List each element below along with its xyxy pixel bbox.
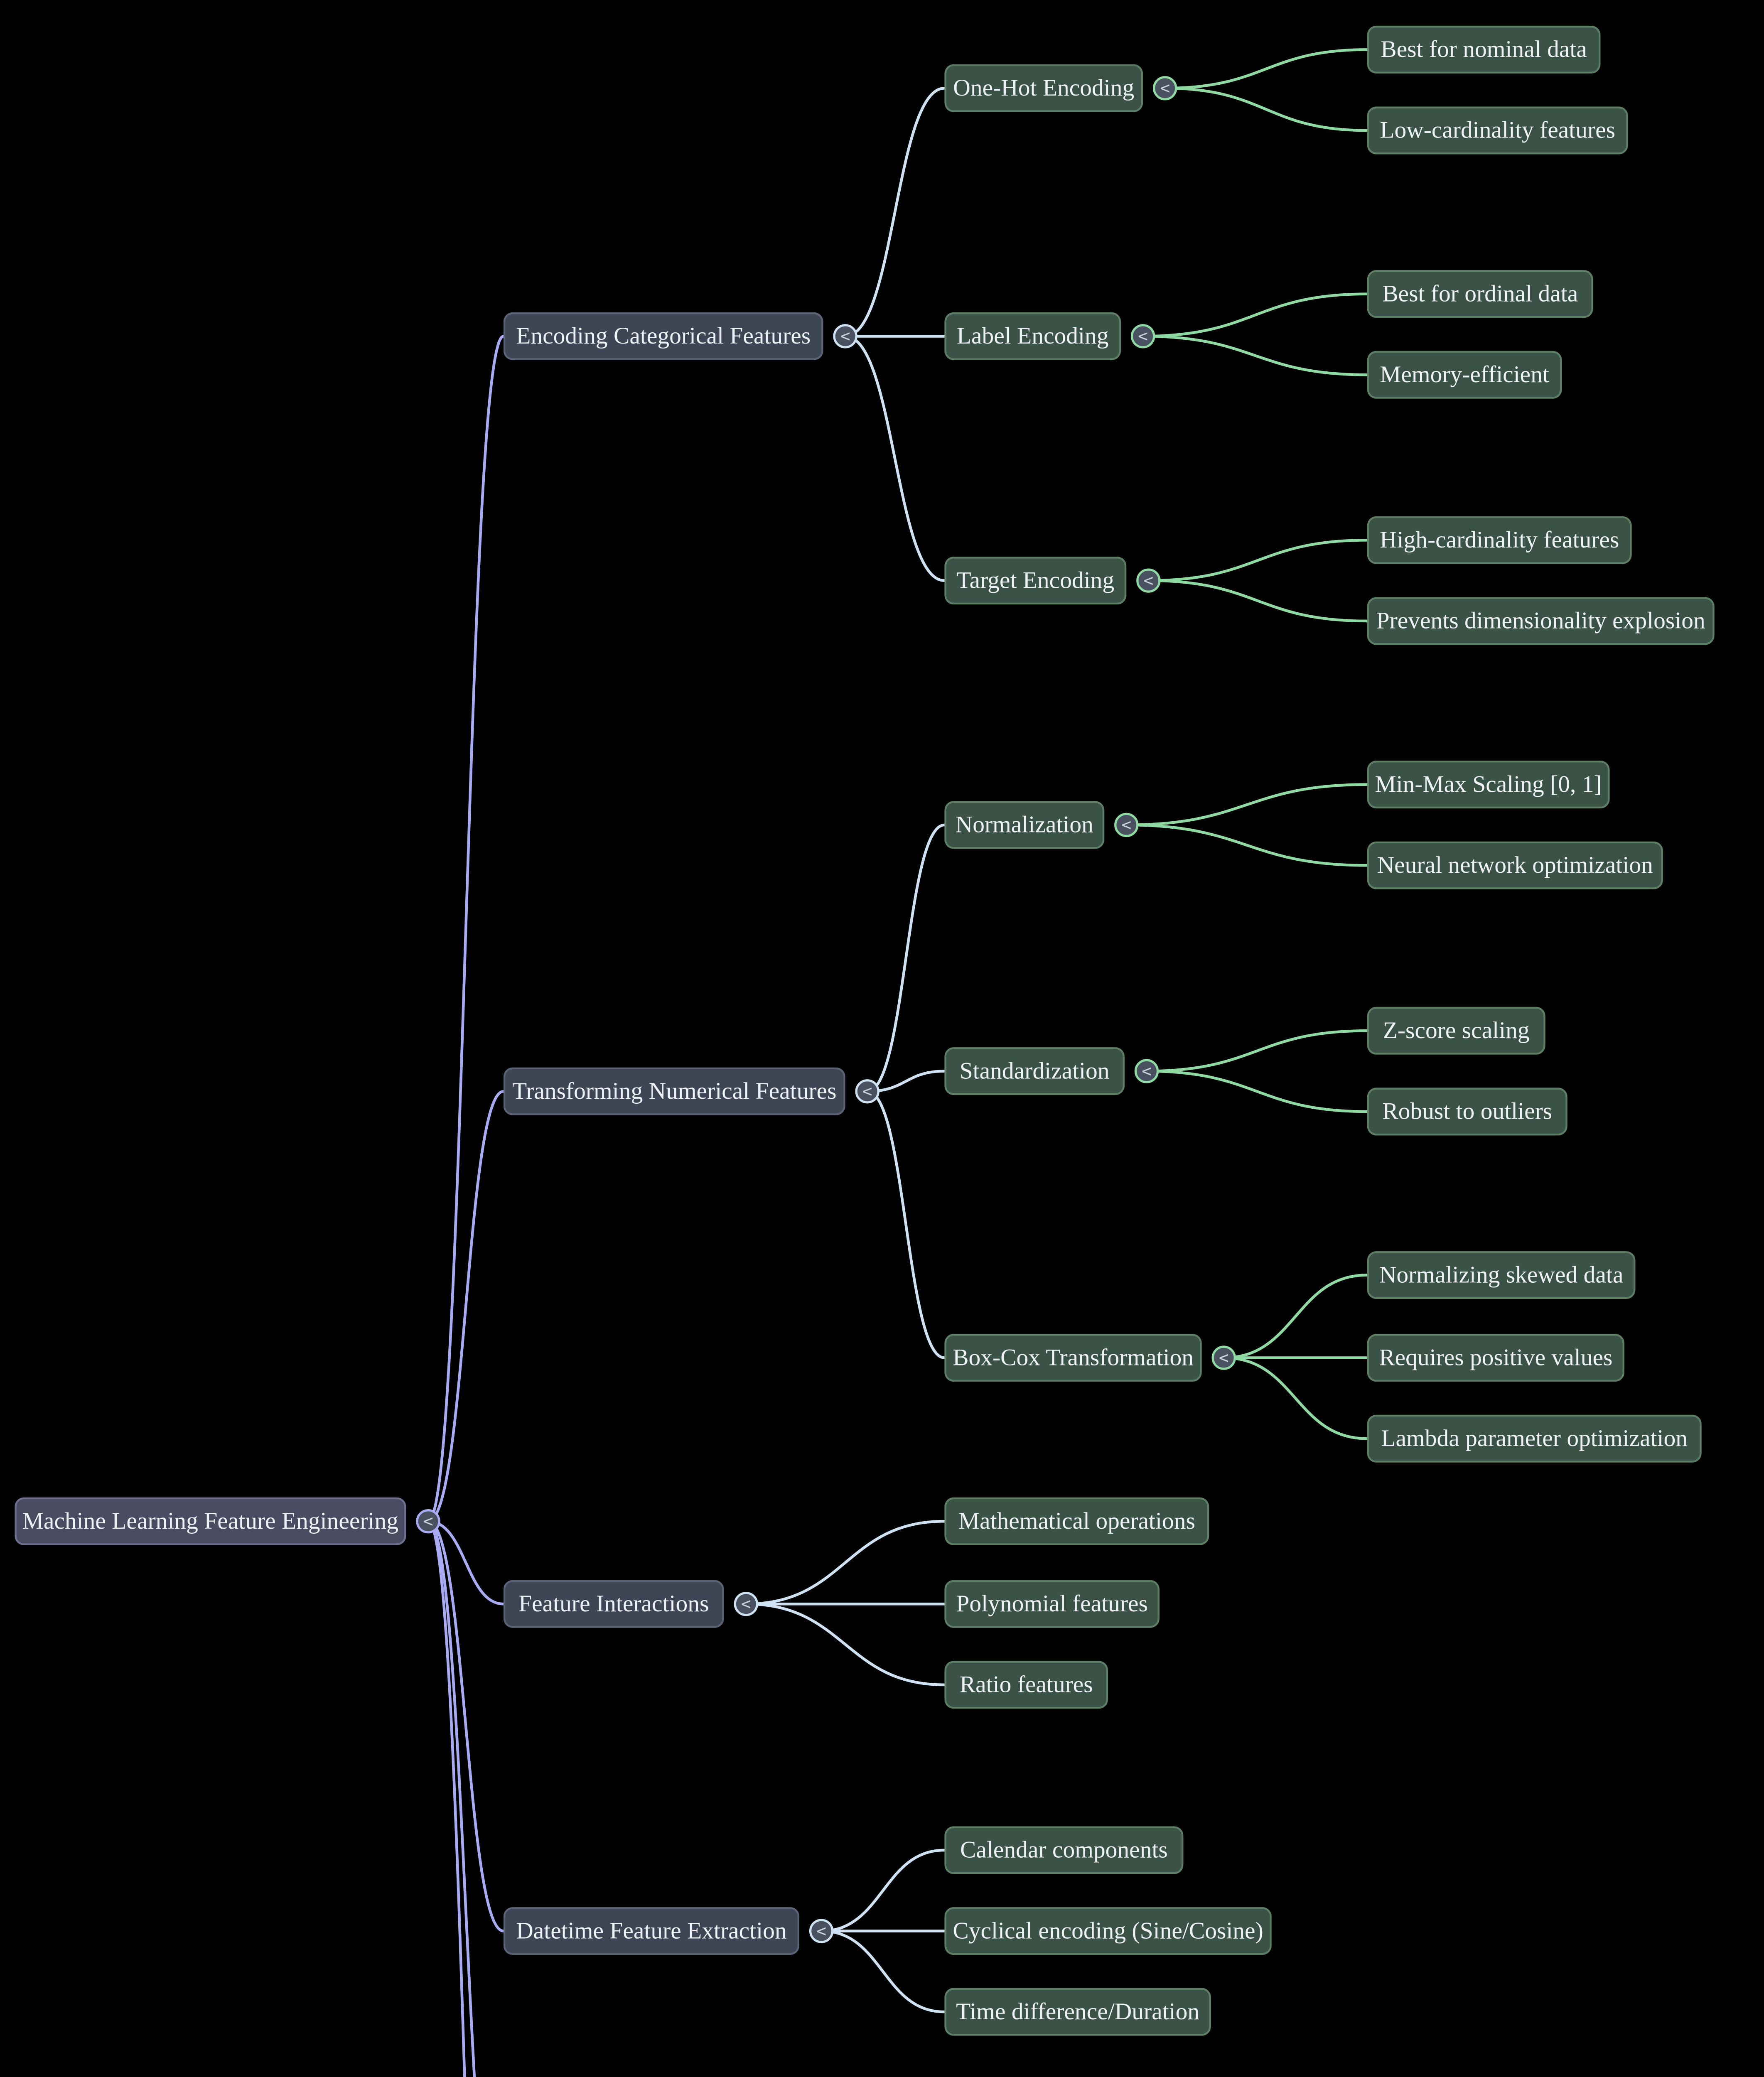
collapse-toggle-box-cox[interactable]: < [1211, 1345, 1236, 1370]
link [866, 1090, 946, 1359]
node-polynomial-features[interactable]: Polynomial features [944, 1580, 1160, 1628]
node-encoding-categorical-features[interactable]: Encoding Categorical Features [503, 312, 823, 360]
link [866, 1070, 946, 1093]
collapse-toggle-transforming[interactable]: < [855, 1079, 880, 1104]
node-box-cox-transformation[interactable]: Box-Cox Transformation [944, 1334, 1202, 1382]
link [427, 1520, 476, 2077]
link [1125, 823, 1369, 867]
link [427, 335, 505, 1523]
node-transforming-numerical-features[interactable]: Transforming Numerical Features [503, 1067, 845, 1115]
link [427, 1090, 505, 1523]
link [427, 1520, 505, 1932]
link [427, 1520, 505, 1606]
collapse-toggle-target-encoding[interactable]: < [1136, 568, 1161, 593]
link [1141, 335, 1369, 376]
node-time-difference-duration[interactable]: Time difference/Duration [944, 1988, 1211, 2036]
link [1163, 48, 1369, 90]
link [1147, 539, 1369, 582]
node-feature-interactions[interactable]: Feature Interactions [503, 1580, 724, 1628]
node-neural-network-optimization[interactable]: Neural network optimization [1367, 841, 1663, 889]
node-requires-positive-values[interactable]: Requires positive values [1367, 1334, 1624, 1382]
node-root[interactable]: Machine Learning Feature Engineering [15, 1497, 406, 1545]
node-high-cardinality-features[interactable]: High-cardinality features [1367, 516, 1632, 564]
collapse-toggle-label-encoding[interactable]: < [1130, 324, 1155, 349]
node-best-for-ordinal-data[interactable]: Best for ordinal data [1367, 270, 1593, 318]
node-robust-to-outliers[interactable]: Robust to outliers [1367, 1088, 1567, 1136]
link [1222, 1356, 1369, 1440]
collapse-toggle-root[interactable]: < [416, 1509, 440, 1534]
node-target-encoding[interactable]: Target Encoding [944, 557, 1127, 605]
collapse-toggle-one-hot[interactable]: < [1152, 76, 1177, 101]
node-prevents-dimensionality-explosion[interactable]: Prevents dimensionality explosion [1367, 597, 1715, 645]
collapse-toggle-normalization[interactable]: < [1114, 813, 1139, 837]
node-lambda-parameter-optimization[interactable]: Lambda parameter optimization [1367, 1414, 1702, 1463]
node-low-cardinality-features[interactable]: Low-cardinality features [1367, 106, 1628, 155]
node-one-hot-encoding[interactable]: One-Hot Encoding [944, 64, 1143, 112]
node-standardization[interactable]: Standardization [944, 1047, 1125, 1095]
link [866, 823, 946, 1093]
collapse-toggle-datetime[interactable]: < [809, 1919, 834, 1943]
link [1147, 579, 1369, 623]
link [844, 86, 946, 338]
link [1222, 1274, 1369, 1359]
node-min-max-scaling-0-1[interactable]: Min-Max Scaling [0, 1] [1367, 761, 1610, 809]
link [427, 1520, 466, 2077]
link [744, 1602, 946, 1687]
node-ratio-features[interactable]: Ratio features [944, 1661, 1108, 1709]
node-label-encoding[interactable]: Label Encoding [944, 312, 1121, 360]
link [1145, 1029, 1369, 1073]
collapse-toggle-standardization[interactable]: < [1134, 1059, 1159, 1083]
link [1145, 1070, 1369, 1113]
link [844, 335, 946, 582]
link [1125, 783, 1369, 827]
link [820, 1849, 946, 1932]
link [820, 1930, 946, 2013]
node-memory-efficient[interactable]: Memory-efficient [1367, 351, 1562, 399]
node-best-for-nominal-data[interactable]: Best for nominal data [1367, 25, 1601, 74]
link [744, 1520, 946, 1606]
collapse-toggle-feature-interactions[interactable]: < [734, 1592, 758, 1616]
node-normalizing-skewed-data[interactable]: Normalizing skewed data [1367, 1251, 1636, 1299]
collapse-toggle-encoding[interactable]: < [833, 324, 857, 349]
node-calendar-components[interactable]: Calendar components [944, 1826, 1184, 1874]
node-normalization[interactable]: Normalization [944, 801, 1105, 849]
node-z-score-scaling[interactable]: Z-score scaling [1367, 1007, 1545, 1055]
link [1163, 86, 1369, 132]
node-cyclical-encoding-sine-cosine[interactable]: Cyclical encoding (Sine/Cosine) [944, 1907, 1272, 1955]
link [1141, 292, 1369, 338]
node-datetime-feature-extraction[interactable]: Datetime Feature Extraction [503, 1907, 800, 1955]
node-mathematical-operations[interactable]: Mathematical operations [944, 1497, 1209, 1545]
